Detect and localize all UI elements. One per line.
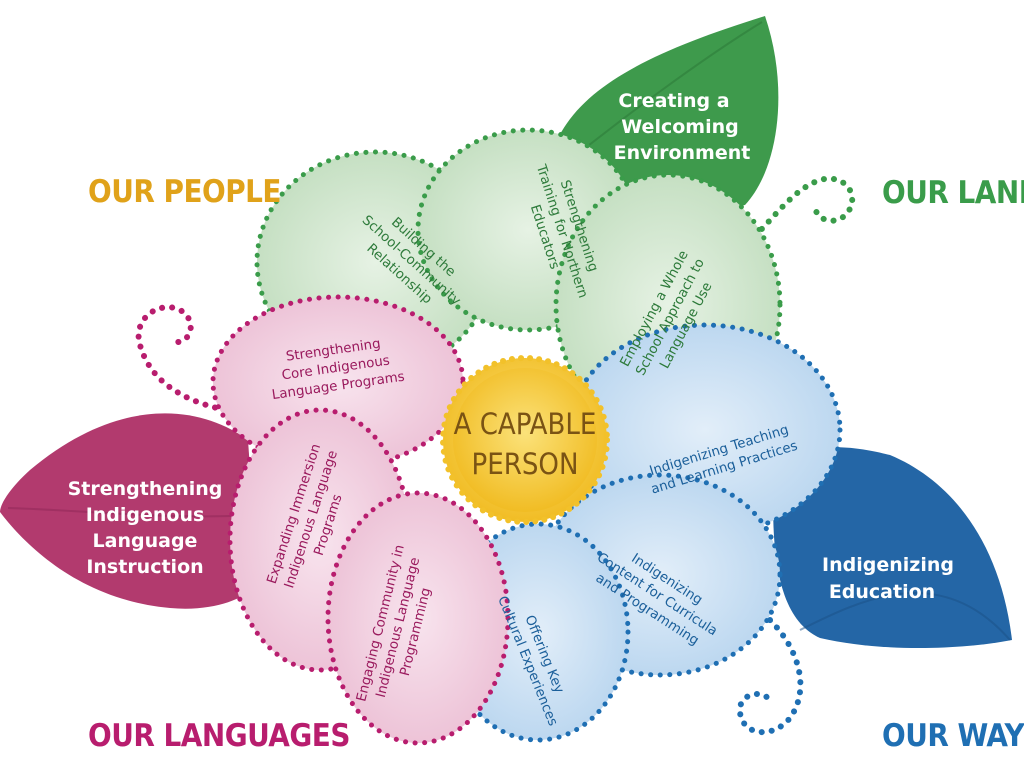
petal-group-magenta [210,294,511,746]
center-label-line1: A CAPABLE [454,407,597,441]
leaf-magenta-line: Instruction [86,556,203,578]
leaf-blue-text: Indigenizing Education [822,554,954,603]
label-our-land: OUR LAND [882,175,1024,211]
label-our-languages: OUR LANGUAGES [88,718,350,754]
leaf-blue-line: Education [829,581,935,603]
leaf-magenta-line: Indigenous [86,504,205,526]
leaf-magenta [0,413,258,609]
leaf-green-line: Welcoming [621,116,738,138]
label-our-ways: OUR WAYS [882,718,1024,754]
center-label-line2: PERSON [472,447,579,481]
leaf-magenta-line: Language [93,530,198,552]
leaf-green-text: Creating a Welcoming Environment [614,90,751,164]
leaf-green-line: Creating a [618,90,729,112]
leaf-magenta-text: Strengthening Indigenous Language Instru… [68,478,223,578]
leaf-blue [773,447,1012,648]
label-our-people: OUR PEOPLE [88,174,281,210]
petal-engaging-community [325,490,511,746]
tendril-green [737,175,856,253]
center-circle: A CAPABLE PERSON [440,355,610,525]
tendril-magenta [135,304,228,413]
petal-core-programs-text: Strengthening Core Indigenous Language P… [271,337,406,403]
leaf-magenta-line: Strengthening [68,478,223,500]
leaf-blue-line: Indigenizing [822,554,954,576]
tendril-blue [736,617,804,736]
leaf-green-line: Environment [614,142,751,164]
